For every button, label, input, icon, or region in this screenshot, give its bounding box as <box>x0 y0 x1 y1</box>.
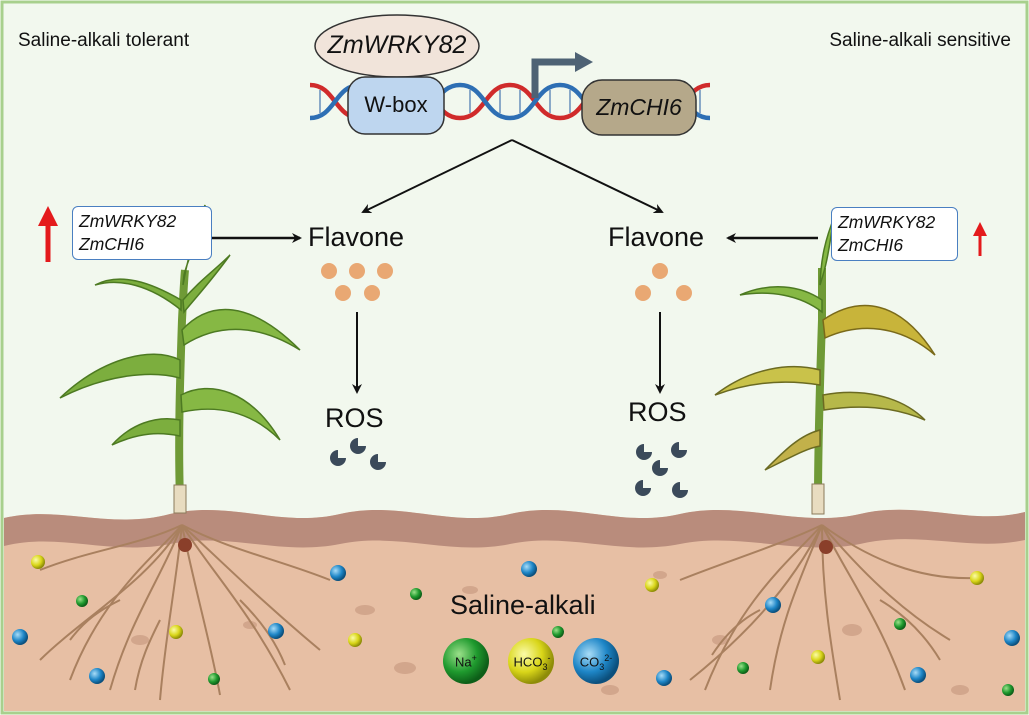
up-arrow-left-icon <box>38 206 58 262</box>
gene-box-left-line-2: ZmCHI6 <box>79 234 145 254</box>
ros-molecules-left <box>330 438 386 470</box>
up-arrow-right-icon <box>973 222 987 256</box>
gene-box-right-line-2: ZmCHI6 <box>838 235 904 255</box>
ion-hco3 <box>508 638 554 684</box>
tolerant-label: Saline-alkali tolerant <box>18 30 190 51</box>
flavone-molecules-left <box>321 263 393 301</box>
arrow-dna-to-flavone-right <box>511 139 664 214</box>
sensitive-roots <box>679 524 976 701</box>
wbox-shape <box>347 76 445 135</box>
soil-surface <box>4 509 1025 548</box>
ion-hco3-label: HCO3- <box>513 653 551 672</box>
gene-box-left-line-1: ZmWRKY82 <box>79 211 177 231</box>
flavone-label-left: Flavone <box>308 222 405 252</box>
ros-molecules-right <box>635 442 688 498</box>
gene-box-left: ZmWRKY82 ZmCHI6 <box>72 206 212 260</box>
target-gene-label: ZmCHI6 <box>596 94 682 120</box>
sensitive-label: Saline-alkali sensitive <box>829 30 1011 51</box>
soil-label: Saline-alkali <box>450 590 596 620</box>
target-gene-shape <box>581 79 697 136</box>
soil <box>4 509 1025 711</box>
flavone-molecules-right <box>635 263 692 301</box>
ros-label-right: ROS <box>628 397 687 427</box>
wbox-label: W-box <box>364 92 428 117</box>
flavone-label-right: Flavone <box>608 222 705 252</box>
ros-label-left: ROS <box>325 403 384 433</box>
transcription-start-arrow <box>531 58 578 98</box>
ion-co3 <box>573 638 619 684</box>
ion-co3-label: CO32- <box>579 653 613 672</box>
tf-label: ZmWRKY82 <box>327 31 467 59</box>
ion-na-label: Na+ <box>455 653 477 670</box>
soil-ions <box>12 555 1020 696</box>
arrow-dna-to-flavone-left <box>361 139 513 214</box>
gene-box-right: ZmWRKY82 ZmCHI6 <box>831 207 958 261</box>
ion-na <box>443 638 489 684</box>
soil-pebbles <box>131 571 969 695</box>
gene-box-right-line-1: ZmWRKY82 <box>838 212 936 232</box>
